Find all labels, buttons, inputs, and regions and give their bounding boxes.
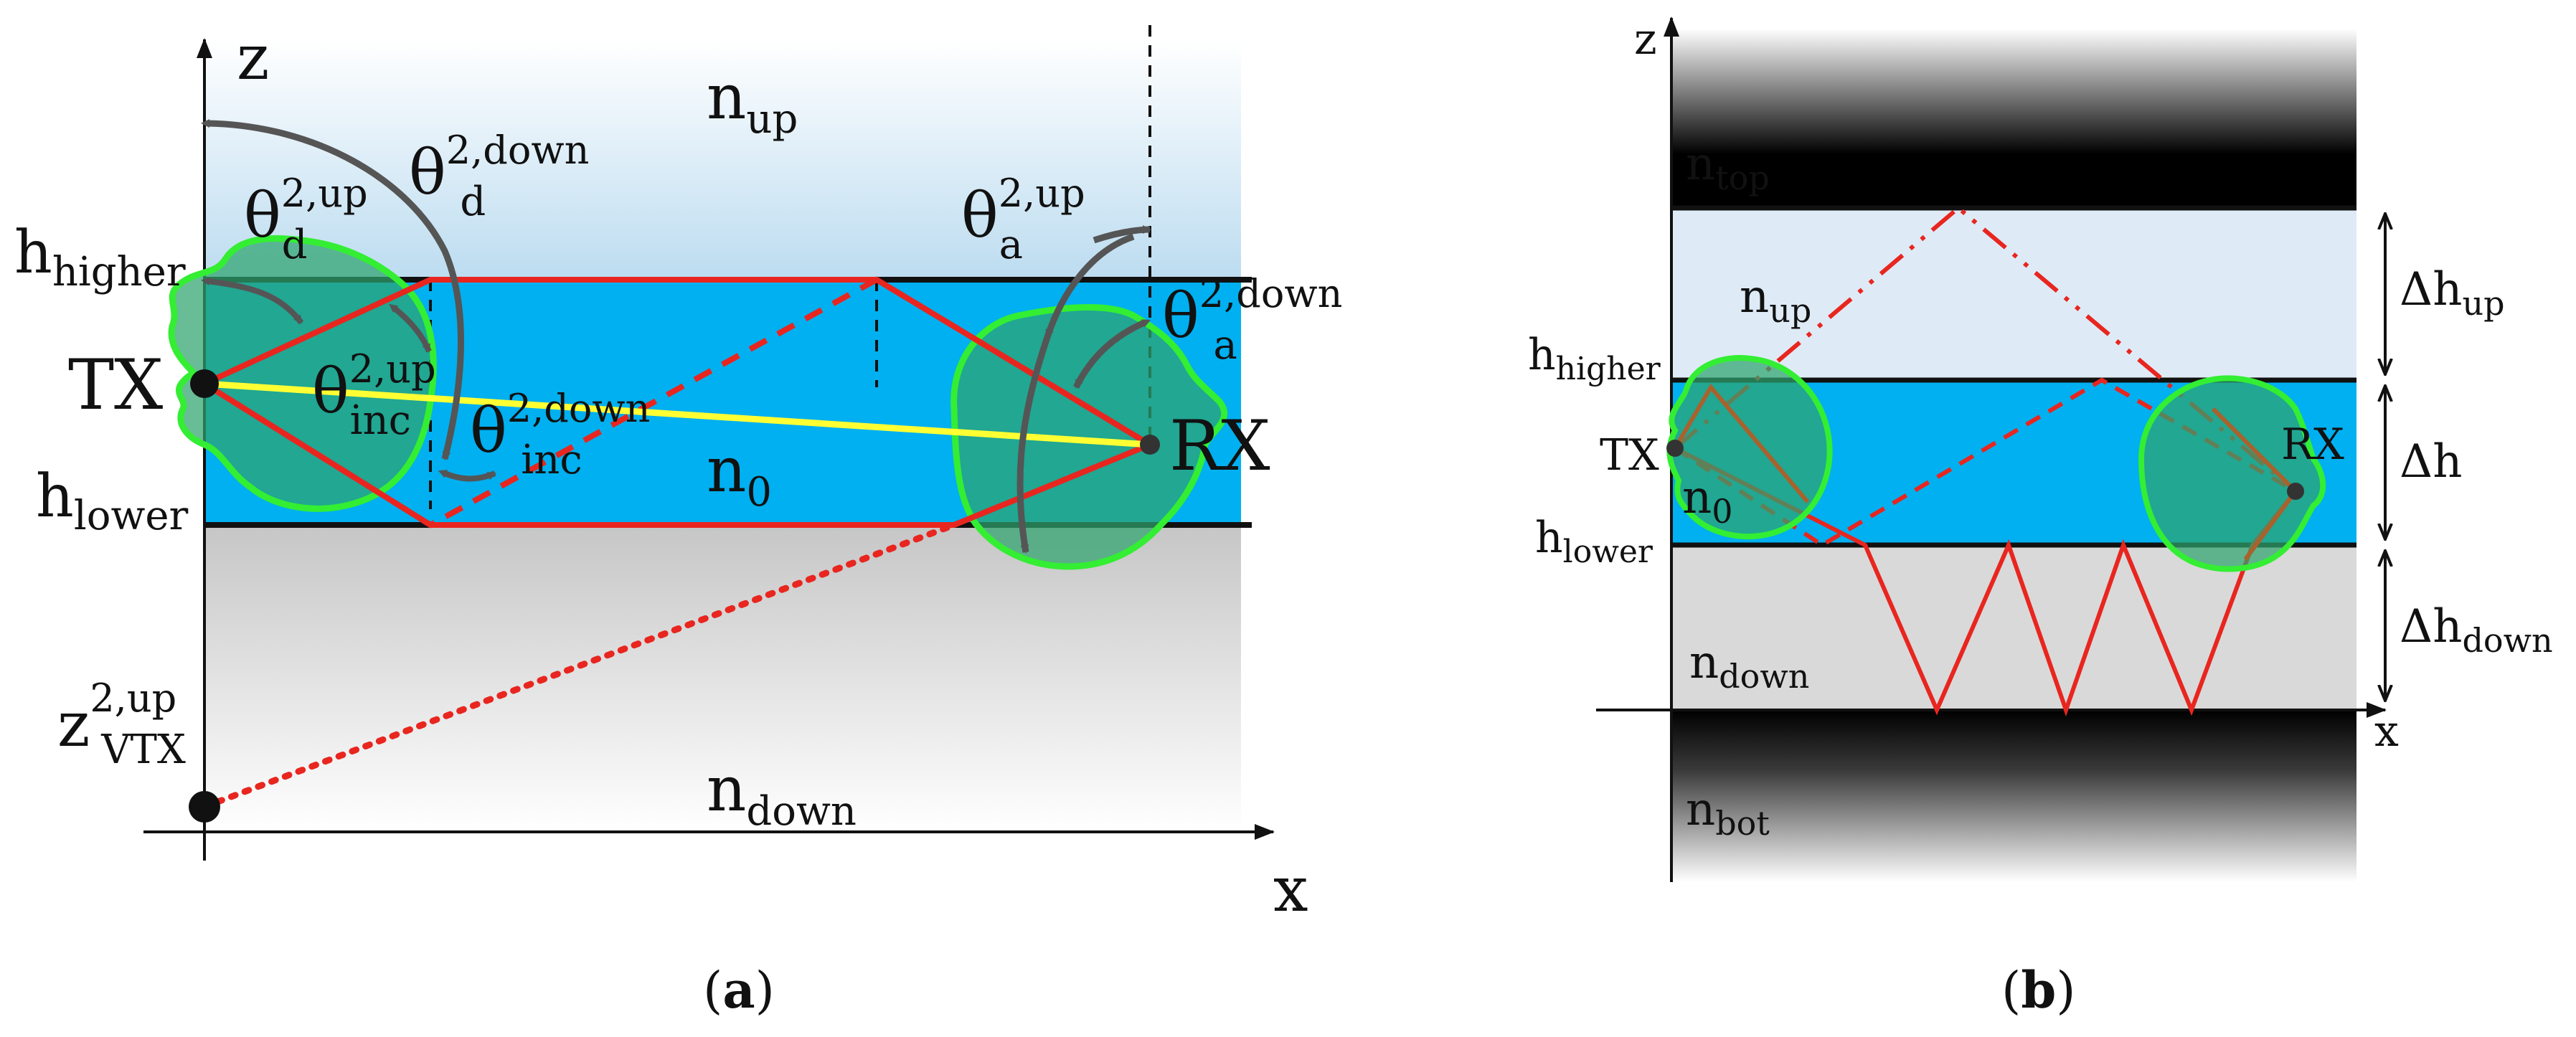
virtual-tx-ray [201,521,958,810]
layer-up-region-b [1671,208,2356,380]
rx-point [1140,435,1160,455]
label-h-higher-a: hhigher [14,219,186,295]
ray-dashed-upper [203,277,877,387]
tx-point-b [1666,440,1684,457]
theta-d-down-arc [201,119,464,460]
layer-down-region [204,525,1241,832]
theta-inc-down-arc [438,470,496,482]
label-h-lower-b: hlower [1535,513,1653,570]
label-rx-b: RX [2281,420,2344,470]
label-n-bot-b: nbot [1686,783,1770,843]
label-h-lower-a: hlower [36,463,189,539]
axis-x-label-a: x [1273,854,1308,926]
theta-a-up-head [1093,225,1151,244]
theta-a-down-arc [1072,319,1151,389]
virtual-tx-point [189,791,220,823]
label-delta-h: Δh [2400,435,2462,488]
axis-x-label-b: x [2374,706,2399,757]
label-delta-h-down: Δhdown [2400,600,2553,660]
layer-top-region [1671,29,2356,208]
label-delta-h-up: Δhup [2400,263,2505,323]
label-tx-b: TX [1600,430,1659,480]
axis-z-label-a: z [237,22,269,94]
tx-point [190,369,219,398]
theta-inc-up-arc [389,303,432,353]
ray-brown-tx [1673,383,1810,503]
layer-bot-region [1671,710,2356,882]
label-rx-a: RX [1169,406,1270,486]
axis-z-label-b: z [1634,14,1657,65]
label-n-top-b: ntop [1686,138,1770,197]
panel-b: z x ntop nup n0 ndown nbot hhigher hlowe… [1528,14,2553,1020]
label-h-higher-b: hhigher [1528,330,1661,387]
ray-down-zigzag [1674,446,2298,717]
rx-antenna-pattern-b [2138,375,2326,572]
panel-a: z x nup n0 ndown hhigher hlower TX RX θ2… [14,22,1342,1020]
caption-a: (a) [703,960,775,1020]
theta-a-up-arc [1016,336,1051,554]
rx-point-b [2287,483,2304,500]
label-n0-b: n0 [1682,471,1733,531]
caption-b: (b) [2001,960,2076,1020]
label-n-up-b: nup [1740,270,1811,330]
label-n-down-a: ndown [707,754,857,835]
label-n-up-a: nup [707,62,798,143]
label-n0-a: n0 [707,435,772,516]
theta-a-up-top-arc [1044,233,1135,338]
tx-antenna-pattern-b [1666,355,1833,540]
label-tx-a: TX [68,345,163,425]
label-n-down-b: ndown [1689,636,1809,696]
theta-d-up-arc [201,277,304,325]
